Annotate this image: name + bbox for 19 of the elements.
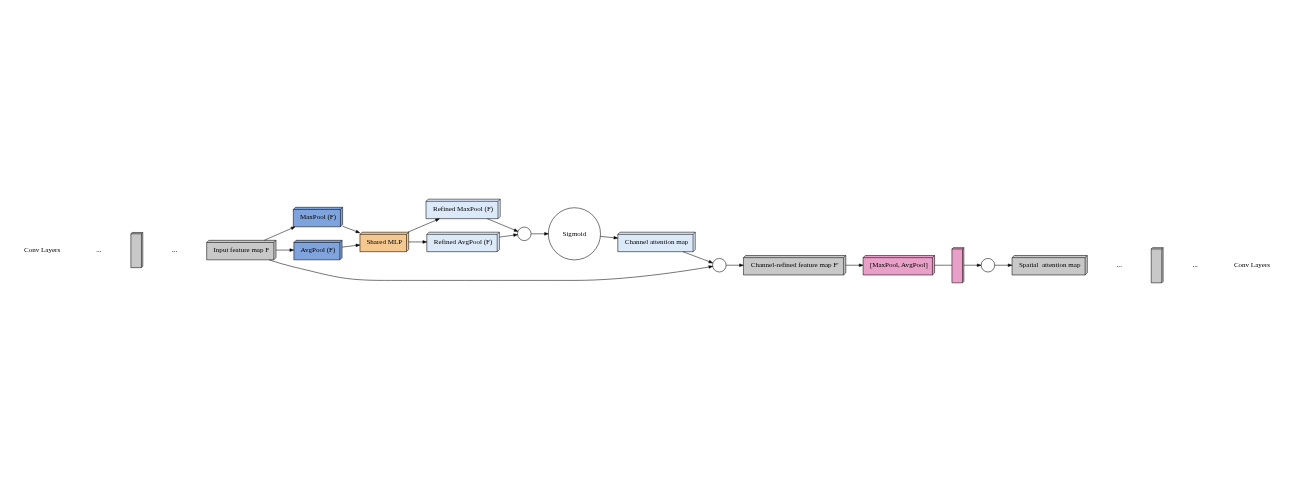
arrow <box>408 239 427 244</box>
arrow <box>275 247 294 252</box>
arrow <box>531 231 549 235</box>
arrow <box>725 263 744 267</box>
arrow <box>682 251 713 263</box>
arrow <box>407 218 440 232</box>
node-circle <box>980 257 995 272</box>
node-circle <box>517 226 532 241</box>
arrow <box>499 233 518 237</box>
arrow <box>341 243 361 247</box>
arrow <box>264 226 296 240</box>
node-circle <box>712 257 727 272</box>
arrow <box>486 217 519 232</box>
arrow <box>600 235 618 239</box>
arrow <box>268 259 713 281</box>
arrow <box>845 263 864 267</box>
arrow <box>342 225 360 233</box>
arrow <box>963 263 982 267</box>
arrow <box>994 263 1013 267</box>
